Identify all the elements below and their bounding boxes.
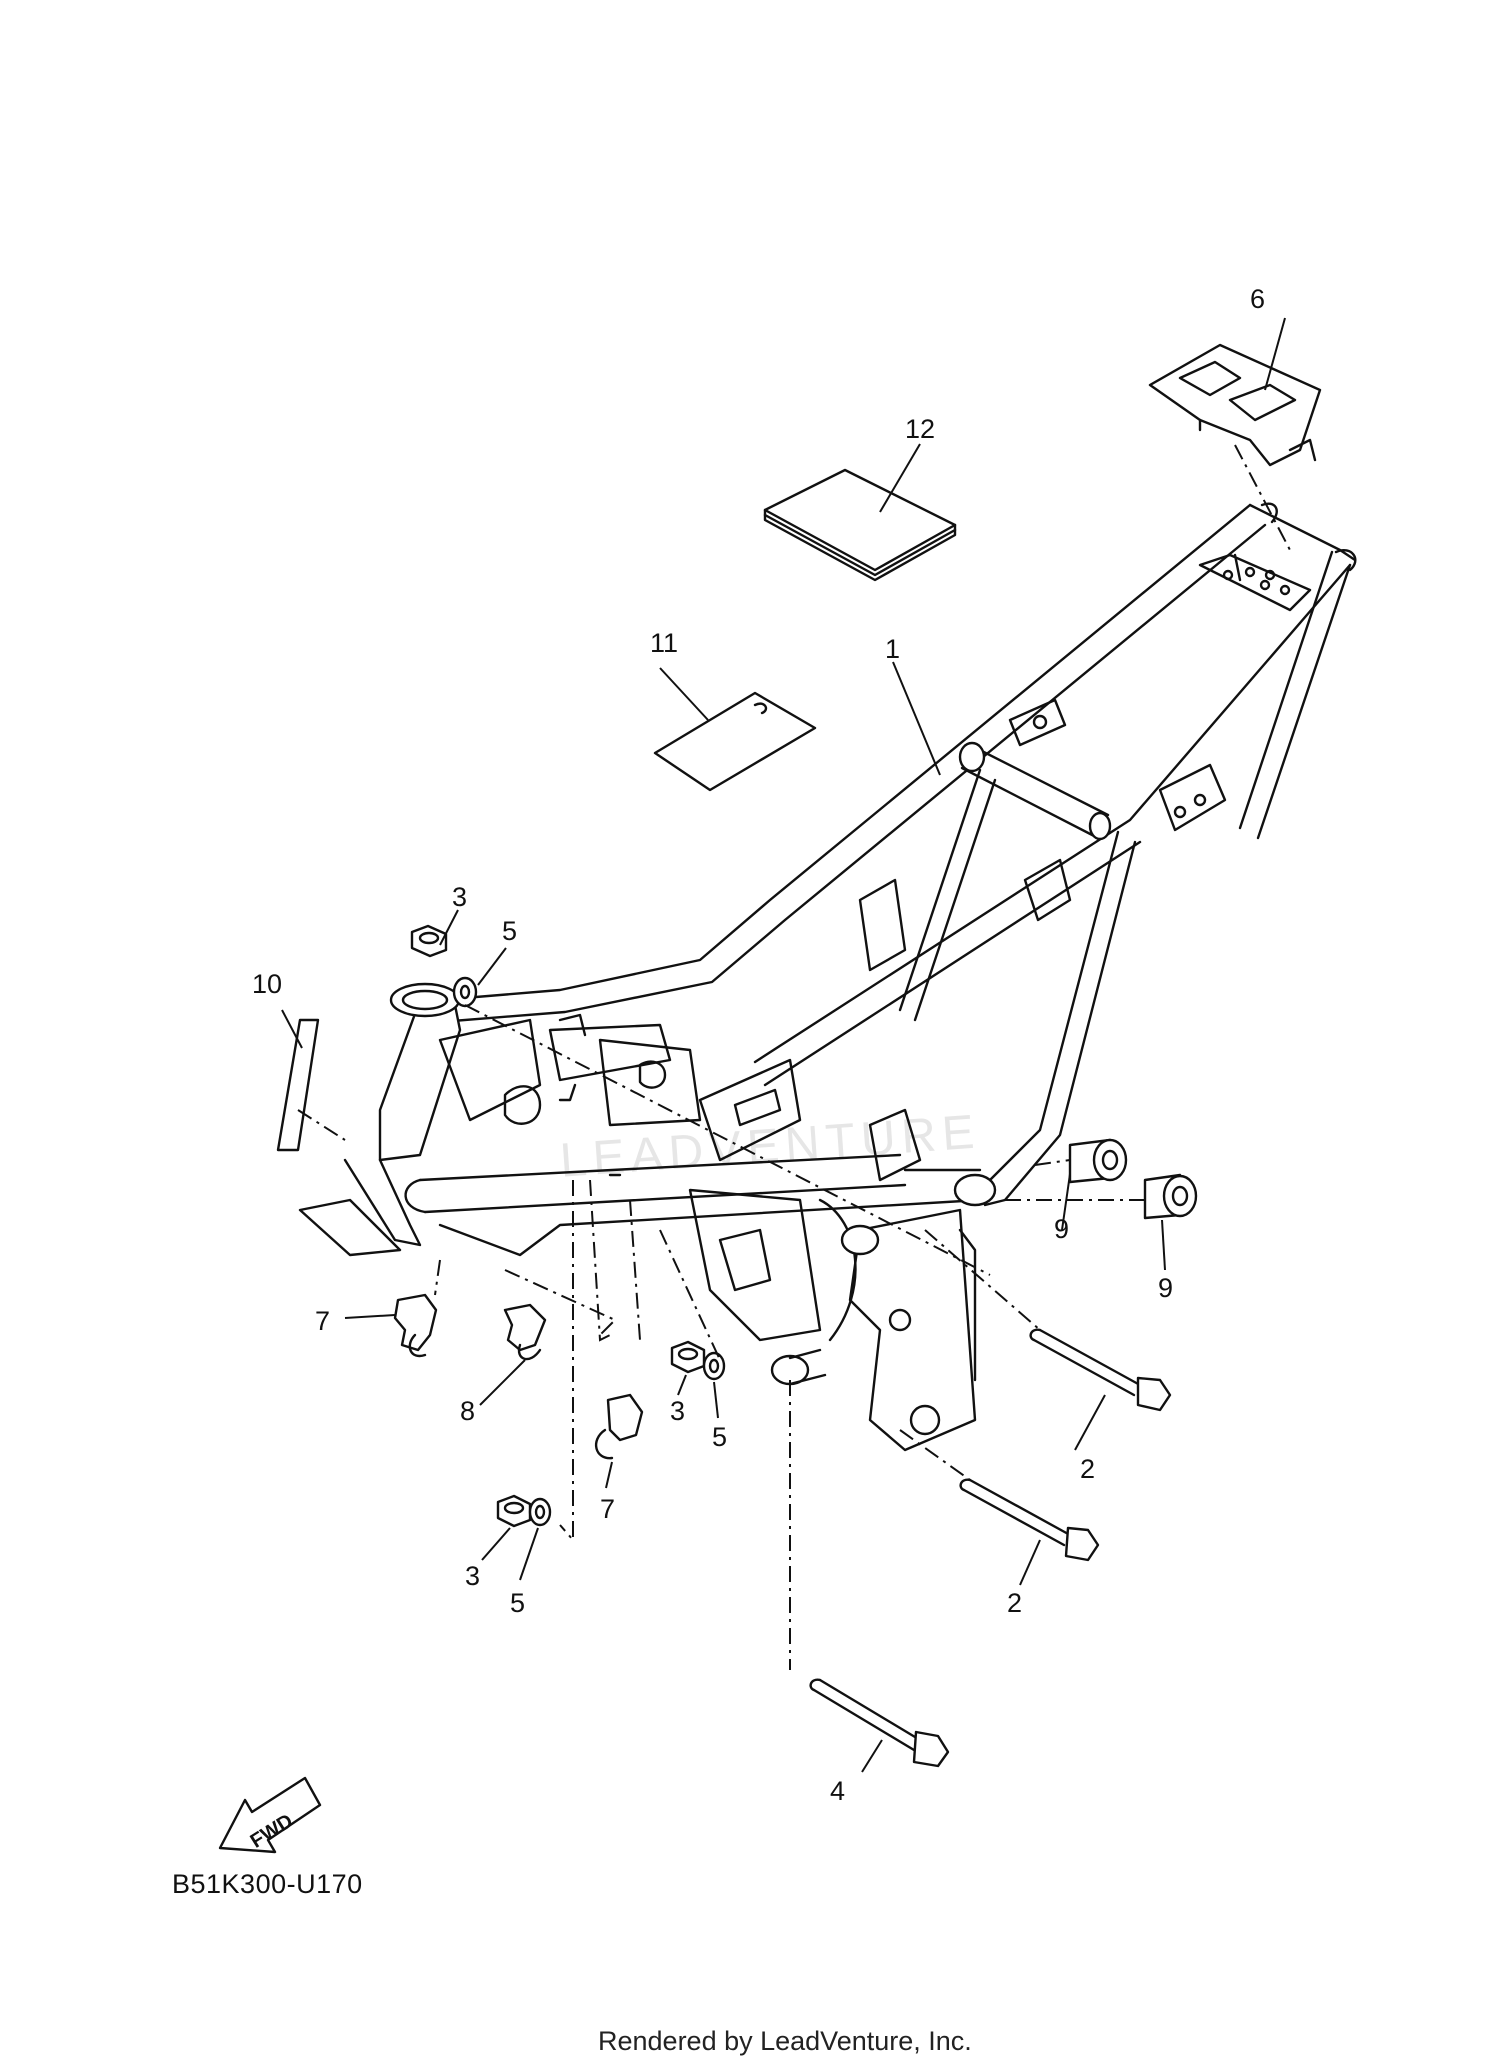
callout-9-lower: 9 <box>1158 1273 1173 1303</box>
callout-7-center: 7 <box>600 1494 615 1524</box>
callout-2-upper: 2 <box>1080 1454 1095 1484</box>
assembly-lines <box>297 444 1291 1670</box>
nut-3-middle <box>670 1340 706 1374</box>
callout-3-upper: 3 <box>452 882 467 912</box>
callout-9-upper: 9 <box>1054 1214 1069 1244</box>
label-strip-part <box>276 1018 320 1152</box>
leader-lines <box>281 317 1286 1773</box>
fwd-arrow-icon: FWD <box>218 1776 322 1854</box>
nut-3-upper <box>410 924 448 958</box>
washer-5-upper <box>452 976 478 1008</box>
bolt-2-lower <box>959 1478 1100 1562</box>
label-part <box>653 691 817 792</box>
callout-10: 10 <box>252 969 282 999</box>
clamp-7-left <box>393 1293 438 1358</box>
seat-bracket-part <box>1148 343 1322 467</box>
callout-7-left: 7 <box>315 1306 330 1336</box>
footer-credit: Rendered by LeadVenture, Inc. <box>598 2026 972 2056</box>
owners-manual-part <box>763 468 957 582</box>
washer-5-lower <box>528 1497 552 1527</box>
clamp-7-center <box>594 1393 644 1460</box>
callout-6: 6 <box>1250 284 1265 314</box>
clamp-8 <box>503 1303 547 1361</box>
bushing-9-upper <box>1068 1138 1128 1184</box>
callout-5-lower: 5 <box>510 1588 525 1618</box>
callout-4: 4 <box>830 1776 845 1806</box>
bolt-4 <box>809 1678 950 1768</box>
nut-3-lower <box>496 1494 532 1528</box>
callout-1: 1 <box>885 634 900 664</box>
main-frame <box>298 502 1357 1452</box>
callout-labels: 6 12 11 1 3 5 10 9 9 7 2 8 3 5 7 3 2 5 4 <box>252 284 1265 1806</box>
callout-2-lower: 2 <box>1007 1588 1022 1618</box>
diagram-code: B51K300-U170 <box>172 1869 363 1899</box>
watermark-text: LEADVENTURE <box>558 1105 981 1187</box>
callout-5-middle: 5 <box>712 1422 727 1452</box>
callout-8: 8 <box>460 1396 475 1426</box>
bushing-9-lower <box>1143 1173 1198 1220</box>
callout-12: 12 <box>905 414 935 444</box>
callout-3-lower: 3 <box>465 1561 480 1591</box>
callout-3-middle: 3 <box>670 1396 685 1426</box>
bolt-2-upper <box>1029 1328 1172 1412</box>
callout-5-upper: 5 <box>502 916 517 946</box>
callout-11: 11 <box>650 628 678 658</box>
washer-5-middle <box>702 1351 726 1381</box>
